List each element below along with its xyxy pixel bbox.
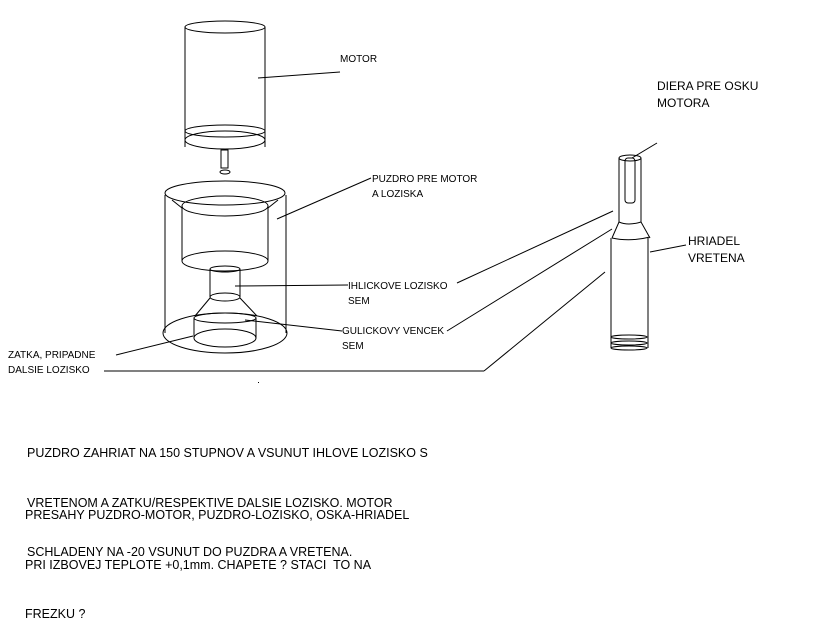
note-line: SCHLADENY NA -20 VSUNUT DO PUZDRA A VRET… xyxy=(27,545,353,559)
housing-drawing xyxy=(162,180,288,354)
assembly-drawing: MOTOR PUZDRO PRE MOTOR A LOZISKA IHLICKO… xyxy=(8,20,758,383)
label-housing: PUZDRO PRE MOTOR xyxy=(372,174,477,185)
note-line: PRESAHY PUZDRO-MOTOR, PUZDRO-LOZISKO, OS… xyxy=(25,508,410,522)
motor-drawing xyxy=(184,20,266,175)
label-ball-ring: GULICKOVY VENCEK xyxy=(342,326,444,337)
note-line: VRETENOM A ZATKU/RESPEKTIVE DALSIE LOZIS… xyxy=(27,495,393,510)
label-needle-bearing-2: SEM xyxy=(348,296,370,307)
note-line: PUZDRO ZAHRIAT NA 150 STUPNOV A VSUNUT I… xyxy=(27,446,428,460)
label-motor: MOTOR xyxy=(340,54,377,65)
label-needle-bearing: IHLICKOVE LOZISKO xyxy=(348,281,448,292)
label-plug: ZATKA, PRIPADNE xyxy=(8,350,96,361)
label-housing-2: A LOZISKA xyxy=(372,189,423,200)
note-line: FREZKU ? xyxy=(25,607,86,621)
note-line: PRI IZBOVEJ TEPLOTE +0,1mm. CHAPETE ? ST… xyxy=(25,557,372,572)
shaft-drawing xyxy=(610,154,651,351)
bearing-drawing xyxy=(193,265,258,348)
instruction-paragraph-1: PUZDRO ZAHRIAT NA 150 STUPNOV A VSUNUT I… xyxy=(27,412,428,577)
label-spindle-shaft: HRIADEL xyxy=(688,234,740,248)
label-spindle-shaft-2: VRETENA xyxy=(688,251,745,265)
label-plug-2: DALSIE LOZISKO xyxy=(8,365,90,376)
label-motor-shaft-hole-2: MOTORA xyxy=(657,96,709,110)
label-motor-shaft-hole: DIERA PRE OSKU xyxy=(657,79,758,93)
label-ball-ring-2: SEM xyxy=(342,341,364,352)
instruction-paragraph-2: PRESAHY PUZDRO-MOTOR, PUZDRO-LOZISKO, OS… xyxy=(25,474,409,639)
leader-lines xyxy=(104,71,687,383)
